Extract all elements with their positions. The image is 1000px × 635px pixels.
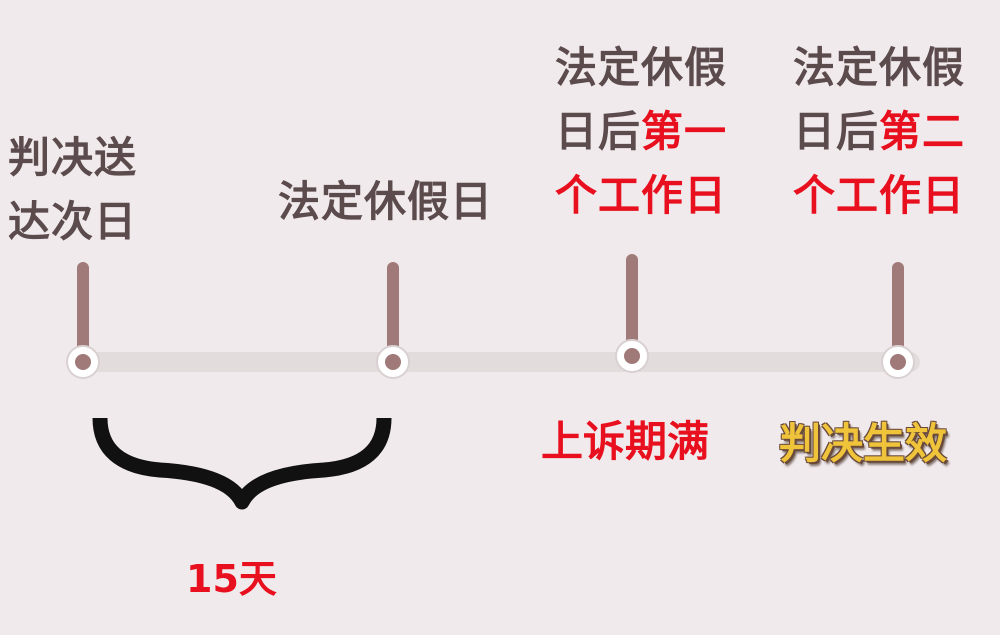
timeline-track	[70, 352, 920, 372]
label-first-workday: 法定休假 日后第一 个工作日	[555, 43, 728, 220]
label-second-workday: 法定休假 日后第二 个工作日	[793, 43, 966, 220]
label-period-days: 15天	[186, 557, 277, 601]
period-brace	[92, 417, 392, 510]
milestone-marker-1	[66, 262, 100, 379]
label-judgment-delivery: 判决送 达次日	[8, 133, 138, 246]
milestone-marker-3	[615, 254, 649, 373]
milestone-marker-2	[376, 262, 410, 379]
label-holiday: 法定休假日	[278, 177, 494, 226]
label-judgment-effective: 判决生效	[779, 419, 948, 468]
label-appeal-expiry: 上诉期满	[541, 417, 710, 466]
milestone-marker-4	[881, 262, 915, 379]
